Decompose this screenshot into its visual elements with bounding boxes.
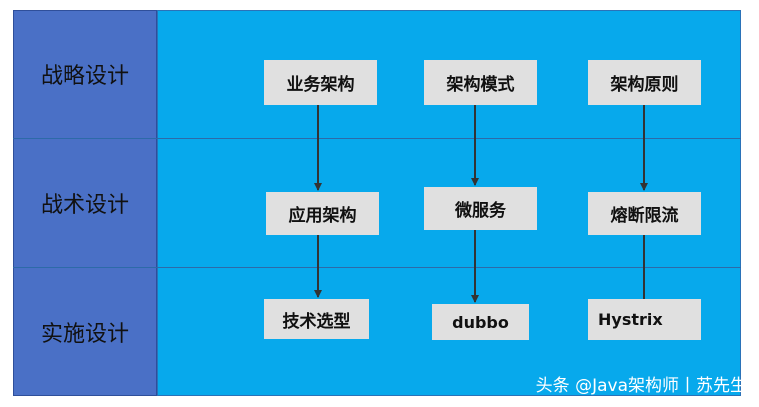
box-circuit-breaker: 熔断限流 bbox=[588, 192, 701, 235]
box-architecture-principle: 架构原则 bbox=[588, 60, 701, 105]
box-application-architecture: 应用架构 bbox=[266, 192, 379, 235]
box-business-architecture: 业务架构 bbox=[264, 60, 377, 105]
row-label-strategy: 战略设计 bbox=[40, 64, 129, 89]
row-label-implementation: 实施设计 bbox=[40, 322, 129, 347]
watermark: 头条 @Java架构师丨苏先生 bbox=[535, 376, 747, 396]
row-divider bbox=[13, 267, 741, 268]
box-tech-selection: 技术选型 bbox=[264, 299, 369, 339]
box-microservice: 微服务 bbox=[424, 187, 537, 230]
box-architecture-pattern: 架构模式 bbox=[424, 60, 537, 105]
box-dubbo: dubbo bbox=[432, 304, 529, 340]
row-label-tactics: 战术设计 bbox=[40, 193, 129, 218]
row-divider bbox=[13, 138, 741, 139]
row-label-column bbox=[13, 10, 157, 396]
box-hystrix: Hystrix bbox=[588, 299, 701, 340]
